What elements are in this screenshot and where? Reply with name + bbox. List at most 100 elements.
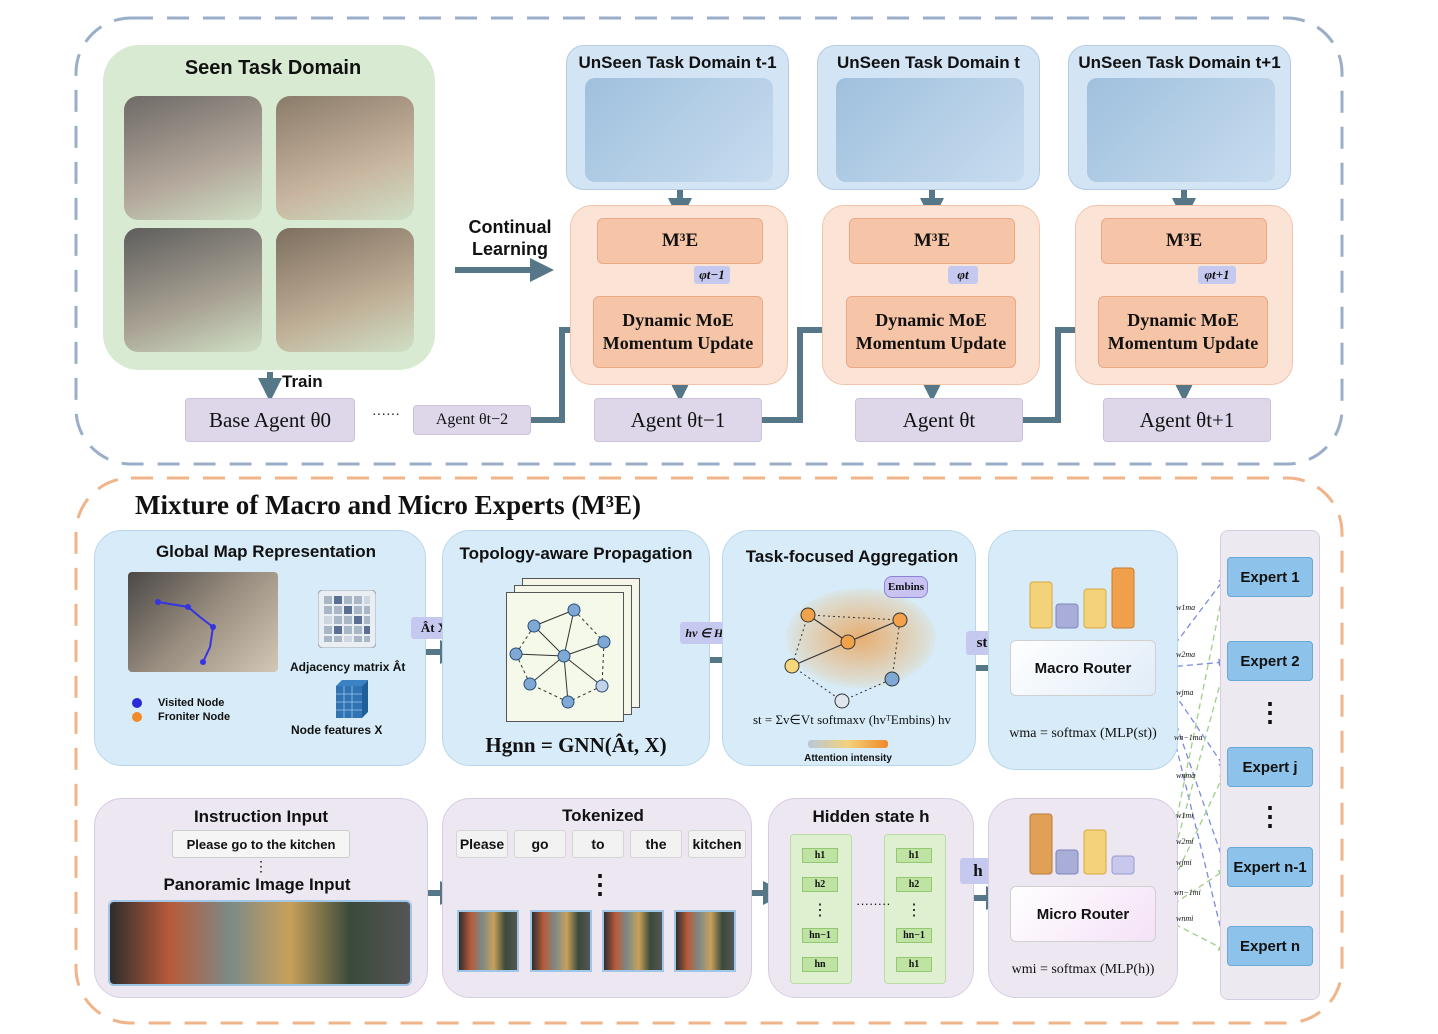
emb-ins-bubble: Embins: [884, 576, 928, 598]
dynamic-moe-line2: Momentum Update: [855, 333, 1007, 353]
token: go: [514, 830, 566, 858]
micro-formula: wmi = softmax (MLP(h)): [1011, 962, 1155, 977]
hidden-cell: h2: [802, 877, 838, 892]
macro-router-box: Macro Router: [1010, 640, 1156, 696]
macro-formula: wma = softmax (MLP(st)): [1009, 726, 1157, 741]
tokenized-vdots: ⋮: [587, 868, 613, 899]
weight-label-macro: wnma: [1176, 771, 1196, 780]
weight-label-micro: wn−1mi: [1174, 888, 1201, 897]
dynamic-moe-box: Dynamic MoE Momentum Update: [593, 296, 763, 368]
micro-router-box: Micro Router: [1010, 886, 1156, 942]
dynamic-moe-line1: Dynamic MoE: [1127, 310, 1239, 330]
node-features-label: Node features X: [291, 723, 383, 737]
weight-label-macro: wjma: [1176, 688, 1194, 697]
tokenized-title: Tokenized: [562, 806, 644, 825]
top-region-border: [74, 16, 1344, 466]
hidden-cell: h1: [896, 848, 932, 863]
panoramic-image: [108, 900, 412, 986]
attention-intensity-label: Attention intensity: [804, 753, 892, 764]
hidden-cell: hn: [802, 957, 838, 972]
global-map-image: [128, 572, 278, 672]
expert-box: Expert n-1: [1227, 847, 1313, 887]
hidden-cell: hn−1: [802, 928, 838, 943]
image-token: [602, 910, 664, 972]
weight-label-micro: wjmi: [1176, 858, 1192, 867]
weight-label-micro: w1mi: [1176, 811, 1194, 820]
base-agent-box: Base Agent θ0: [185, 398, 355, 442]
hidden-cell: h1: [896, 957, 932, 972]
hidden-cell: h2: [896, 877, 932, 892]
adjacency-matrix-icon: [318, 590, 376, 648]
continual-learning-label: Continual Learning: [468, 217, 552, 259]
macro-weights-bars: [1029, 567, 1135, 629]
token: to: [572, 830, 624, 858]
image-token: [457, 910, 519, 972]
expert-box: Expert 1: [1227, 557, 1313, 597]
instruction-text-box: Please go to the kitchen: [172, 830, 350, 858]
expert-box: Expert n: [1227, 926, 1313, 966]
node-features-cube-icon: [336, 680, 368, 718]
aggregation-formula: st = Σv∈Vt softmaxv (hvᵀEmbins) hv: [752, 712, 952, 727]
bottom-region-border: [74, 476, 1344, 1025]
agent-t-minus-2-box: Agent θt−2: [413, 405, 531, 435]
scene-thumbnail: [276, 228, 414, 352]
dynamic-moe-line2: Momentum Update: [1107, 333, 1259, 353]
token: kitchen: [688, 830, 746, 858]
phi-tag: φt−1: [694, 266, 730, 284]
scene-thumbnail: [124, 228, 262, 352]
dynamic-moe-box: Dynamic MoE Momentum Update: [846, 296, 1016, 368]
adjacency-label: Adjacency matrix Ât: [290, 660, 406, 674]
scene-thumbnail: [585, 78, 773, 182]
hidden-ellipsis: ········: [856, 896, 891, 911]
graph-network: [509, 603, 611, 709]
weight-label-micro: wnmi: [1176, 914, 1194, 923]
phi-tag: φt+1: [1198, 266, 1236, 284]
visited-node-label: Visited Node: [158, 697, 225, 709]
dynamic-moe-box: Dynamic MoE Momentum Update: [1098, 296, 1268, 368]
weight-label-macro: wn−1ma: [1174, 733, 1203, 742]
m3e-section-title: Mixture of Macro and Micro Experts (M³E): [135, 490, 641, 520]
frontier-node-label: Froniter Node: [158, 711, 231, 723]
expert-box: Expert j: [1227, 747, 1313, 787]
hidden-cell: hn−1: [896, 928, 932, 943]
gnn-formula: Hgnn = GNN(Ât, X): [485, 732, 667, 757]
weight-label-micro: w2mi: [1176, 837, 1194, 846]
phi-tag: φt: [948, 266, 978, 284]
topology-propagation-title: Topology-aware Propagation: [459, 544, 693, 563]
agent-box: Agent θt+1: [1103, 398, 1271, 442]
dynamic-moe-line1: Dynamic MoE: [875, 310, 987, 330]
hidden-state-title: Hidden state h: [812, 807, 930, 826]
instruction-input-title: Instruction Input: [193, 807, 329, 826]
hidden-vdots: ⋮: [906, 902, 922, 919]
hidden-vdots: ⋮: [812, 902, 828, 919]
weight-label-macro: w1ma: [1176, 603, 1196, 612]
m3e-box: M³E: [849, 218, 1015, 264]
unseen-domain-title: UnSeen Task Domain t-1: [578, 53, 777, 72]
dynamic-moe-line1: Dynamic MoE: [622, 310, 734, 330]
scene-thumbnail: [1087, 78, 1275, 182]
experts-vdots: ⋮: [1257, 800, 1283, 831]
aggregation-graph: [784, 607, 908, 709]
instruction-vdots: ⋮: [254, 857, 268, 874]
scene-thumbnail: [124, 96, 262, 220]
m3e-box: M³E: [1101, 218, 1267, 264]
frontier-node-marker: [132, 712, 142, 722]
expert-box: Expert 2: [1227, 641, 1313, 681]
hidden-cell: h1: [802, 848, 838, 863]
seen-task-domain-title: Seen Task Domain: [184, 56, 362, 79]
attention-glow: [786, 588, 936, 688]
m3e-box: M³E: [597, 218, 763, 264]
dynamic-moe-line2: Momentum Update: [602, 333, 754, 353]
map-path: [155, 599, 216, 665]
token: the: [630, 830, 682, 858]
scene-thumbnail: [276, 96, 414, 220]
scene-thumbnail: [836, 78, 1024, 182]
unseen-domain-title: UnSeen Task Domain t+1: [1078, 53, 1281, 72]
panoramic-input-title: Panoramic Image Input: [163, 875, 351, 894]
token: Please: [456, 830, 508, 858]
ellipsis: ······: [372, 408, 400, 423]
task-aggregation-title: Task-focused Aggregation: [745, 547, 959, 566]
agent-box: Agent θt: [855, 398, 1023, 442]
attention-gradient-bar: [808, 740, 888, 748]
image-token: [674, 910, 736, 972]
